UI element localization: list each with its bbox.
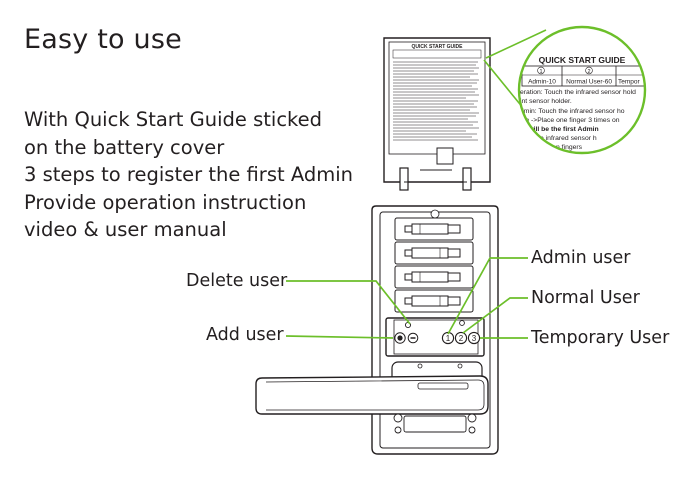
feature-line: Provide operation instruction <box>24 190 307 214</box>
zoom-line: eration: Touch the infrared sensor hold <box>520 89 636 96</box>
add-user-button[interactable] <box>394 332 406 344</box>
zoom-line: ion ->Place one finger 3 times on <box>520 117 620 124</box>
key-temporary[interactable]: 3 <box>467 331 481 345</box>
key-1-label: 1 <box>446 334 451 343</box>
key-admin[interactable]: 1 <box>441 331 455 345</box>
callout-temporary-user: Temporary User <box>531 328 670 348</box>
zoom-col3-text: Tempor <box>618 79 641 86</box>
zoom-line: n fingers <box>556 144 583 151</box>
callout-leaders <box>285 257 528 339</box>
led-indicator <box>459 320 465 326</box>
key-normal[interactable]: 2 <box>454 331 468 345</box>
zoom-line: e infrared sensor h <box>540 135 597 142</box>
battery-cover <box>383 37 491 191</box>
zoom-guide-title: QUICK START GUIDE <box>539 55 626 65</box>
feature-line: on the battery cover <box>24 135 225 159</box>
guide-sticker: QUICK START GUIDE <box>392 44 482 141</box>
zoom-col2-text: Normal User-60 <box>566 79 612 86</box>
key-3-label: 3 <box>472 334 477 343</box>
feature-line: 3 steps to register the first Admin <box>24 163 353 186</box>
feature-line: video & user manual <box>24 218 227 241</box>
guide-zoom-circle: QUICK START GUIDE 1 2 Admin-10 Normal Us… <box>517 25 647 155</box>
zoom-line: dmin: Touch the infrared sensor ho <box>520 108 625 115</box>
key-2-label: 2 <box>459 334 464 343</box>
zoom-col1-num: 1 <box>539 69 542 75</box>
page-title: Easy to use <box>24 24 182 55</box>
zoom-line: er will be the first Admin <box>520 126 599 133</box>
lower-screws <box>393 413 477 434</box>
callout-delete-user: Delete user <box>186 271 288 291</box>
feature-line: With Quick Start Guide sticked <box>24 108 323 131</box>
svg-text:QUICK START GUIDE: QUICK START GUIDE <box>411 44 463 50</box>
feature-list: With Quick Start Guide sticked on the ba… <box>24 106 353 244</box>
delete-user-button[interactable] <box>407 332 419 344</box>
callout-normal-user: Normal User <box>531 288 640 308</box>
battery-compartment <box>394 217 474 313</box>
callout-add-user: Add user <box>206 325 284 345</box>
zoom-line: int sensor holder. <box>520 98 572 105</box>
zoom-col1-text: Admin-10 <box>528 79 556 86</box>
lever-handle[interactable] <box>255 361 489 415</box>
zoom-col2-num: 2 <box>587 69 590 75</box>
callout-admin-user: Admin user <box>531 248 631 268</box>
